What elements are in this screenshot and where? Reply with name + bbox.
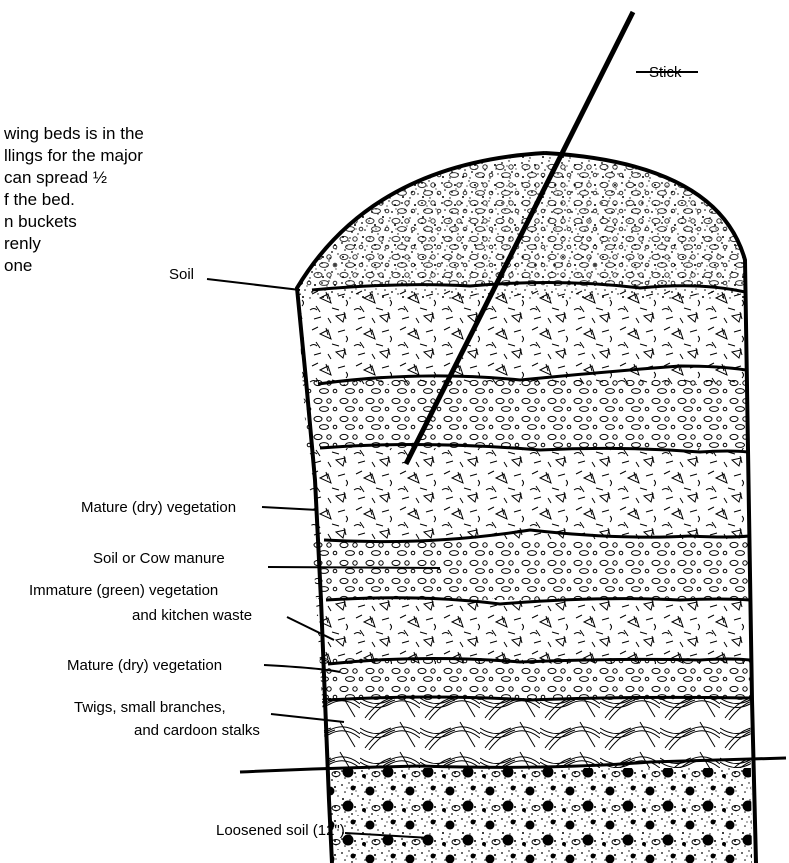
mature-dry-vegetation-label-1: Mature (dry) vegetation bbox=[81, 499, 236, 516]
twigs-label: Twigs, small branches, bbox=[74, 699, 226, 716]
immature-vegetation-label: Immature (green) vegetation bbox=[29, 582, 218, 599]
stick-label: Stick bbox=[649, 64, 682, 81]
kitchen-waste-label: and kitchen waste bbox=[132, 607, 252, 624]
bed-layer-fills bbox=[280, 150, 760, 863]
mature-dry-vegetation-label-2: Mature (dry) vegetation bbox=[67, 657, 222, 674]
soil-label: Soil bbox=[169, 266, 194, 283]
cardoon-stalks-label: and cardoon stalks bbox=[134, 722, 260, 739]
loosened-soil-label: Loosened soil (12") bbox=[216, 822, 345, 839]
soil-or-cow-manure-label: Soil or Cow manure bbox=[93, 550, 225, 567]
